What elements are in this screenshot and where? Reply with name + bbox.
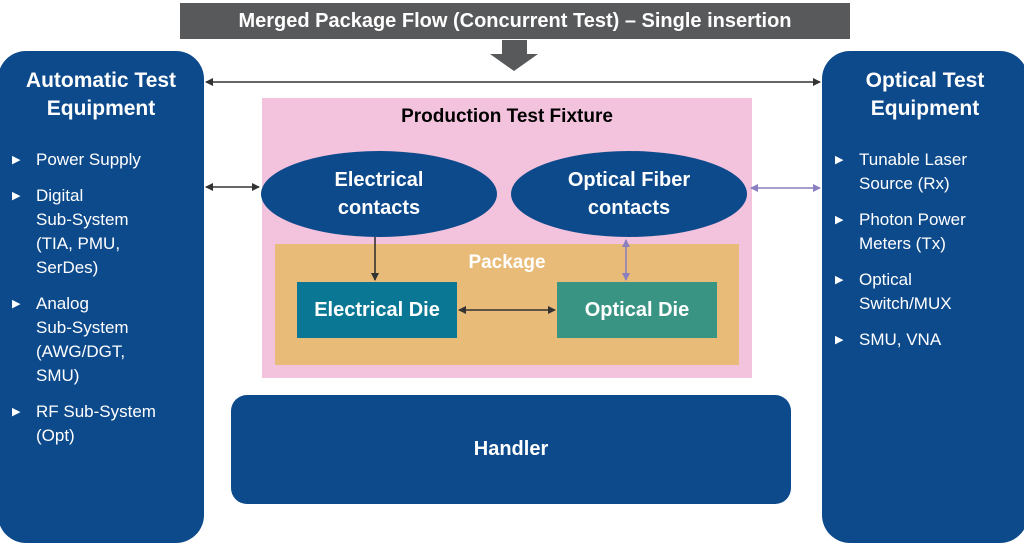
ate-item-line: Sub-System — [36, 210, 129, 229]
down-arrow-icon — [490, 40, 538, 71]
ote-item-tunable-laser: ▶ Tunable Laser Source (Rx) — [833, 148, 1023, 196]
electrical-die: Electrical Die — [297, 282, 457, 338]
optical-contacts-line1: Optical Fiber — [567, 169, 691, 191]
ate-item-line: SMU) — [36, 366, 80, 385]
package-label: Package — [468, 252, 546, 273]
ote-title-line2: Equipment — [870, 97, 980, 120]
fixture-label: Production Test Fixture — [401, 106, 613, 127]
ote-item-line: Optical — [859, 270, 912, 289]
ote-item-line: Source (Rx) — [859, 174, 950, 193]
ote-item-line: Tunable Laser — [859, 150, 968, 169]
handler-box: Handler — [231, 395, 791, 504]
automatic-test-equipment-panel: Automatic Test Equipment ▶ Power Supply … — [0, 51, 204, 543]
diagram-title: Merged Package Flow (Concurrent Test) – … — [180, 3, 850, 39]
bullet-triangle-icon: ▶ — [835, 154, 844, 166]
ote-item-smu-vna: ▶ SMU, VNA — [833, 328, 1023, 352]
ate-item-line: Sub-System — [36, 318, 129, 337]
bullet-triangle-icon: ▶ — [12, 190, 21, 202]
electrical-contacts-line2: contacts — [337, 197, 421, 219]
ate-item-list: ▶ Power Supply ▶ Digital Sub-System (TIA… — [10, 148, 200, 448]
ate-title-line1: Automatic Test — [25, 69, 177, 92]
ate-item-rf-subsystem: ▶ RF Sub-System (Opt) — [10, 400, 200, 448]
ote-item-line: Switch/MUX — [859, 294, 952, 313]
bullet-triangle-icon: ▶ — [835, 274, 844, 286]
ate-item-digital-subsystem: ▶ Digital Sub-System (TIA, PMU, SerDes) — [10, 184, 200, 280]
ate-panel-title: Automatic Test Equipment — [0, 67, 204, 123]
bullet-triangle-icon: ▶ — [12, 406, 21, 418]
bullet-triangle-icon: ▶ — [835, 334, 844, 346]
ate-item-line: (AWG/DGT, — [36, 342, 126, 361]
ote-item-line: SMU, VNA — [859, 330, 942, 349]
ote-item-photon-power-meters: ▶ Photon Power Meters (Tx) — [833, 208, 1023, 256]
ate-item-line: Digital — [36, 186, 84, 205]
ate-title-line2: Equipment — [46, 97, 156, 120]
ate-item-power-supply: ▶ Power Supply — [10, 148, 200, 172]
ate-item-line: (Opt) — [36, 426, 75, 445]
optical-test-equipment-panel: Optical Test Equipment ▶ Tunable Laser S… — [822, 51, 1024, 543]
ote-panel-title: Optical Test Equipment — [822, 67, 1024, 123]
electrical-contacts-line1: Electrical — [334, 169, 424, 191]
ate-item-line: (TIA, PMU, — [36, 234, 121, 253]
optical-contacts-line2: contacts — [587, 197, 671, 219]
ote-item-optical-switch: ▶ Optical Switch/MUX — [833, 268, 1023, 316]
ate-item-line: Power Supply — [36, 150, 141, 169]
ote-title-line1: Optical Test — [865, 69, 985, 92]
optical-fiber-contacts: Optical Fiber contacts — [511, 151, 747, 237]
ate-item-analog-subsystem: ▶ Analog Sub-System (AWG/DGT, SMU) — [10, 292, 200, 388]
bullet-triangle-icon: ▶ — [12, 298, 21, 310]
ote-item-line: Photon Power — [859, 210, 966, 229]
ote-item-list: ▶ Tunable Laser Source (Rx) ▶ Photon Pow… — [833, 148, 1023, 352]
electrical-contacts: Electrical contacts — [261, 151, 497, 237]
bullet-triangle-icon: ▶ — [835, 214, 844, 226]
optical-die: Optical Die — [557, 282, 717, 338]
bullet-triangle-icon: ▶ — [12, 154, 21, 166]
ate-item-line: Analog — [36, 294, 89, 313]
ate-item-line: SerDes) — [36, 258, 99, 277]
ate-item-line: RF Sub-System — [36, 402, 156, 421]
ote-item-line: Meters (Tx) — [859, 234, 946, 253]
